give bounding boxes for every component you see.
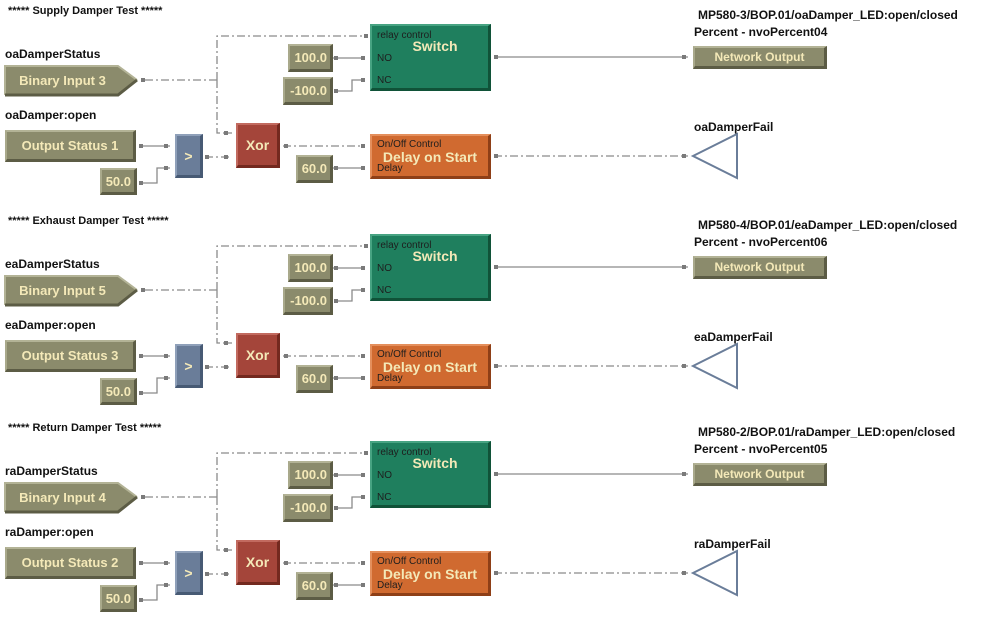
threshold-constant[interactable]: 50.0 bbox=[100, 168, 137, 195]
delay-on-start-block[interactable]: Delay on Start On/Off Control Delay bbox=[370, 344, 491, 389]
network-var-label: Percent - nvoPercent04 bbox=[694, 25, 828, 39]
section-title: ***** Exhaust Damper Test ***** bbox=[8, 215, 169, 227]
nc-value-constant[interactable]: -100.0 bbox=[283, 494, 333, 522]
switch-block[interactable]: Switch relay control NO NC bbox=[370, 234, 491, 301]
alarm-output-triangle-icon[interactable] bbox=[690, 132, 738, 180]
exhaust-damper-section: ***** Exhaust Damper Test ***** eaDamper… bbox=[0, 210, 989, 420]
pin-onoff-control: On/Off Control bbox=[377, 139, 442, 150]
pin-delay: Delay bbox=[377, 163, 403, 174]
delay-label: Delay on Start bbox=[382, 566, 478, 582]
delay-label: Delay on Start bbox=[382, 149, 478, 165]
wire-output-status bbox=[141, 56, 688, 184]
output-status-block[interactable]: Output Status 3 bbox=[5, 340, 136, 372]
network-var-label: Percent - nvoPercent05 bbox=[694, 442, 828, 456]
wire-output-status bbox=[141, 473, 688, 601]
open-label: eaDamper:open bbox=[5, 318, 96, 332]
supply-damper-section: ***** Supply Damper Test ***** oaDamperS… bbox=[0, 0, 989, 210]
xor-block[interactable]: Xor bbox=[236, 333, 280, 378]
binary-input-block[interactable]: Binary Input 5 bbox=[19, 283, 106, 298]
pin-delay: Delay bbox=[377, 580, 403, 591]
xor-block[interactable]: Xor bbox=[236, 123, 280, 168]
nc-value-constant[interactable]: -100.0 bbox=[283, 287, 333, 315]
pin-delay: Delay bbox=[377, 373, 403, 384]
output-status-block[interactable]: Output Status 1 bbox=[5, 130, 136, 162]
section-title: ***** Supply Damper Test ***** bbox=[8, 5, 163, 17]
delay-on-start-block[interactable]: Delay on Start On/Off Control Delay bbox=[370, 551, 491, 596]
pin-onoff-control: On/Off Control bbox=[377, 349, 442, 360]
compare-block[interactable]: > bbox=[175, 134, 203, 178]
switch-label: Switch bbox=[412, 38, 458, 54]
pin-no: NO bbox=[377, 53, 392, 64]
binary-input-shape bbox=[4, 482, 138, 514]
wire-binary-input bbox=[145, 452, 365, 551]
network-output-block[interactable]: Network Output bbox=[693, 463, 827, 486]
pin-no: NO bbox=[377, 263, 392, 274]
wire-binary-input bbox=[145, 245, 365, 344]
connector-dots bbox=[139, 451, 686, 602]
pin-nc: NC bbox=[377, 492, 392, 503]
pin-no: NO bbox=[377, 470, 392, 481]
binary-input-shape bbox=[4, 65, 138, 97]
alarm-output-triangle-icon[interactable] bbox=[690, 342, 738, 390]
delay-value-constant[interactable]: 60.0 bbox=[296, 155, 333, 183]
open-label: oaDamper:open bbox=[5, 108, 97, 122]
no-value-constant[interactable]: 100.0 bbox=[288, 44, 333, 72]
fail-label: raDamperFail bbox=[694, 537, 771, 551]
fail-label: eaDamperFail bbox=[694, 330, 773, 344]
wiring bbox=[4, 244, 738, 395]
switch-label: Switch bbox=[412, 248, 458, 264]
threshold-constant[interactable]: 50.0 bbox=[100, 378, 137, 405]
no-value-constant[interactable]: 100.0 bbox=[288, 461, 333, 489]
delay-value-constant[interactable]: 60.0 bbox=[296, 365, 333, 393]
switch-block[interactable]: Switch relay control NO NC bbox=[370, 24, 491, 91]
network-path-label: MP580-3/BOP.01/oaDamper_LED:open/closed bbox=[698, 8, 958, 22]
network-output-block[interactable]: Network Output bbox=[693, 46, 827, 69]
binary-input-block[interactable]: Binary Input 3 bbox=[19, 73, 106, 88]
return-damper-section: ***** Return Damper Test ***** raDamperS… bbox=[0, 417, 989, 627]
xor-block[interactable]: Xor bbox=[236, 540, 280, 585]
wire-binary-input bbox=[145, 35, 365, 134]
connector-dots bbox=[139, 34, 686, 185]
output-status-block[interactable]: Output Status 2 bbox=[5, 547, 136, 579]
delay-value-constant[interactable]: 60.0 bbox=[296, 572, 333, 600]
pin-nc: NC bbox=[377, 285, 392, 296]
status-label: eaDamperStatus bbox=[5, 257, 100, 271]
compare-block[interactable]: > bbox=[175, 344, 203, 388]
connector-dots bbox=[139, 244, 686, 395]
delay-on-start-block[interactable]: Delay on Start On/Off Control Delay bbox=[370, 134, 491, 179]
no-value-constant[interactable]: 100.0 bbox=[288, 254, 333, 282]
pin-onoff-control: On/Off Control bbox=[377, 556, 442, 567]
pin-relay-control: relay control bbox=[377, 447, 432, 458]
compare-block[interactable]: > bbox=[175, 551, 203, 595]
pin-relay-control: relay control bbox=[377, 240, 432, 251]
wire-output-status bbox=[141, 266, 688, 394]
alarm-output-triangle-icon[interactable] bbox=[690, 549, 738, 597]
wiring bbox=[4, 451, 738, 602]
fail-label: oaDamperFail bbox=[694, 120, 774, 134]
pin-nc: NC bbox=[377, 75, 392, 86]
network-var-label: Percent - nvoPercent06 bbox=[694, 235, 828, 249]
binary-input-shape bbox=[4, 275, 138, 307]
open-label: raDamper:open bbox=[5, 525, 94, 539]
wiring bbox=[4, 34, 738, 185]
network-path-label: MP580-2/BOP.01/raDamper_LED:open/closed bbox=[698, 425, 956, 439]
threshold-constant[interactable]: 50.0 bbox=[100, 585, 137, 612]
nc-value-constant[interactable]: -100.0 bbox=[283, 77, 333, 105]
network-output-block[interactable]: Network Output bbox=[693, 256, 827, 279]
pin-relay-control: relay control bbox=[377, 30, 432, 41]
status-label: oaDamperStatus bbox=[5, 47, 101, 61]
switch-block[interactable]: Switch relay control NO NC bbox=[370, 441, 491, 508]
delay-label: Delay on Start bbox=[382, 359, 478, 375]
status-label: raDamperStatus bbox=[5, 464, 98, 478]
binary-input-block[interactable]: Binary Input 4 bbox=[19, 490, 106, 505]
network-path-label: MP580-4/BOP.01/eaDamper_LED:open/closed bbox=[698, 218, 958, 232]
switch-label: Switch bbox=[412, 455, 458, 471]
section-title: ***** Return Damper Test ***** bbox=[8, 422, 162, 434]
